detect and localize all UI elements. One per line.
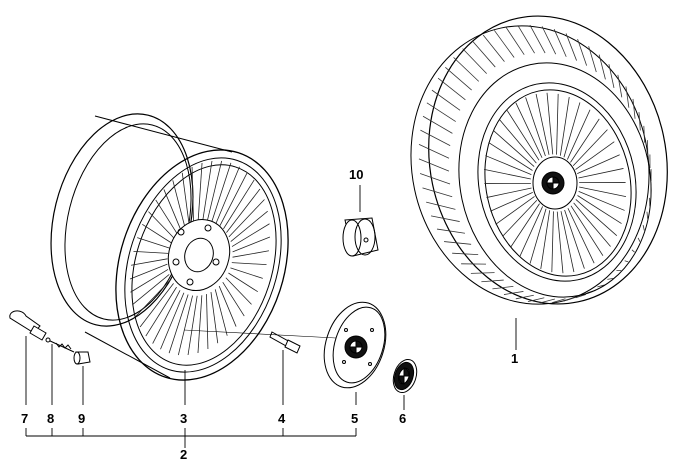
hub-cap <box>314 294 396 396</box>
complete-wheel-tire <box>385 0 680 326</box>
callout-9: 9 <box>78 412 85 426</box>
callout-2: 2 <box>180 448 187 462</box>
callout-5: 5 <box>351 412 358 426</box>
valve-cap <box>74 352 90 364</box>
callout-8: 8 <box>47 412 54 426</box>
leader-lines <box>26 185 516 448</box>
callout-4: 4 <box>278 412 285 426</box>
callout-3: 3 <box>180 412 187 426</box>
emblem <box>389 356 420 395</box>
callout-1: 1 <box>511 352 518 366</box>
center-cap <box>343 218 378 256</box>
wheel-rim <box>30 99 317 403</box>
callout-7: 7 <box>21 412 28 426</box>
valve <box>10 311 46 340</box>
callout-6: 6 <box>399 412 406 426</box>
callout-10: 10 <box>349 168 363 182</box>
valve-insert <box>46 338 74 352</box>
